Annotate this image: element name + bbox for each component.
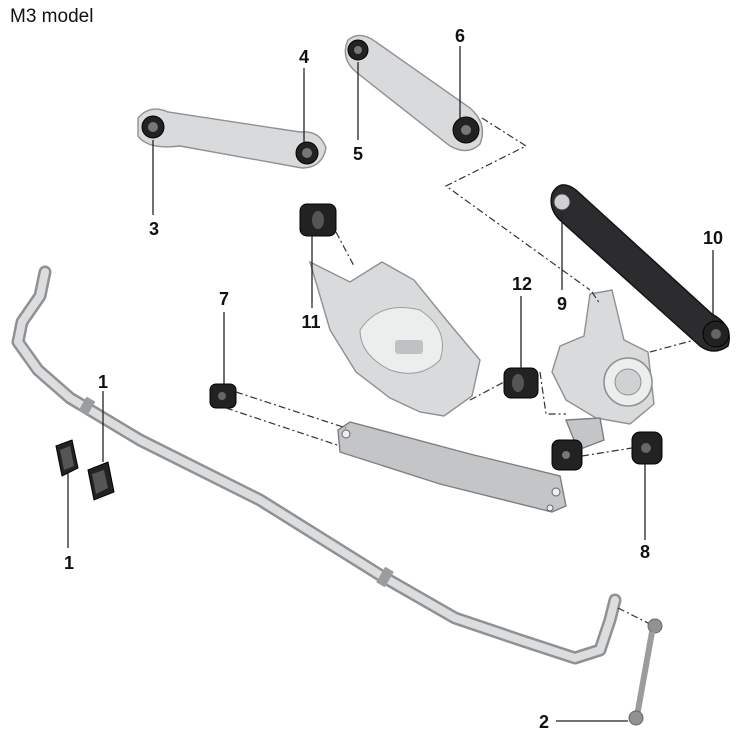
callout-6: 6 xyxy=(455,26,465,46)
callout-3: 3 xyxy=(149,219,159,239)
tension-strut xyxy=(337,421,567,513)
callout-7: 7 xyxy=(219,289,229,309)
stabilizer-link xyxy=(617,607,663,726)
callout-10: 10 xyxy=(703,228,723,248)
bushing-8 xyxy=(631,431,663,465)
callout-1-top: 1 xyxy=(98,372,108,392)
lower-wishbone xyxy=(308,260,481,417)
trailing-arm xyxy=(344,34,484,152)
callout-12: 12 xyxy=(512,274,532,294)
callout-1-bottom: 1 xyxy=(64,553,74,573)
wheel-carrier xyxy=(551,289,655,451)
bushing-7 xyxy=(209,383,237,409)
callout-5: 5 xyxy=(353,144,363,164)
callout-11: 11 xyxy=(301,312,320,332)
upper-control-arm xyxy=(137,108,327,169)
diagram-title: M3 model xyxy=(10,6,94,27)
stabilizer-bushing-left xyxy=(55,439,79,477)
carrier-lower-bushing xyxy=(551,439,583,471)
assembly-lines xyxy=(225,117,703,457)
stabilizer-bushing-right xyxy=(87,461,115,501)
toe-control-arm xyxy=(550,184,730,352)
bushing-12 xyxy=(503,367,539,399)
stabilizer-bar xyxy=(11,265,622,665)
callout-4: 4 xyxy=(299,47,309,67)
callout-2: 2 xyxy=(539,712,549,732)
bushing-11 xyxy=(299,203,355,267)
leader-lines xyxy=(67,46,714,722)
callout-8: 8 xyxy=(640,542,650,562)
callout-9: 9 xyxy=(557,294,567,314)
callouts: 1 1 2 3 4 5 6 7 8 9 10 11 12 xyxy=(64,26,723,732)
